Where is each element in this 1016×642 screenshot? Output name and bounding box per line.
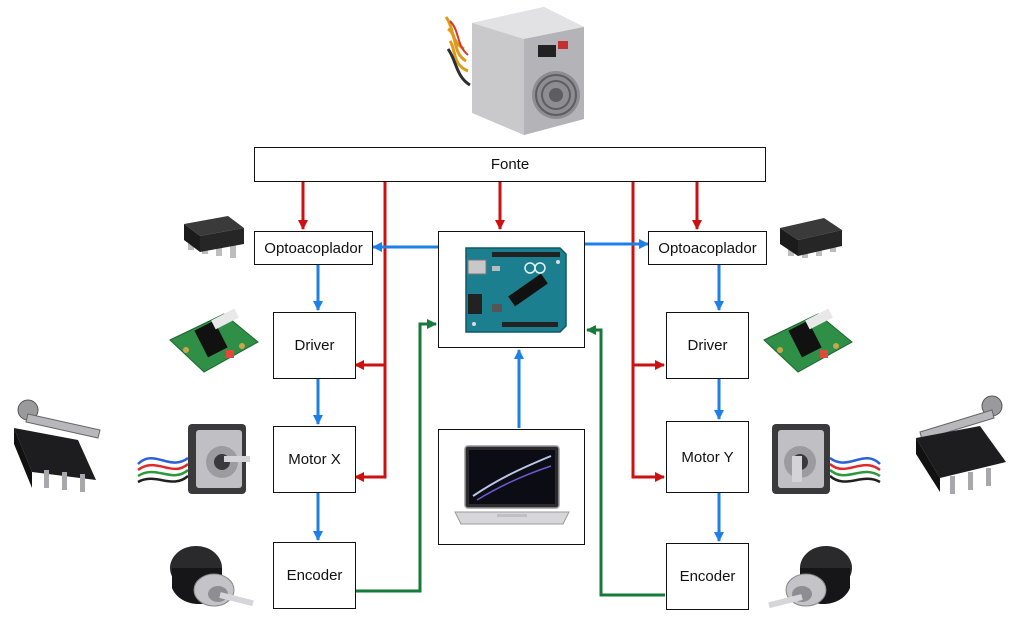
- opto-right-label: Optoacoplador: [658, 239, 757, 257]
- power-wire-motor-x: [354, 365, 387, 482]
- opto-left-label: Optoacoplador: [264, 239, 363, 257]
- driver-left-box: Driver: [273, 312, 356, 379]
- rotary-encoder-icon: [768, 546, 852, 609]
- encoder-right-box: Encoder: [666, 543, 749, 610]
- motor-y-label: Motor Y: [681, 448, 734, 466]
- encoder-right-label: Encoder: [679, 568, 736, 585]
- laptop-box: [438, 429, 585, 545]
- feedback-wire-encoder-right: [586, 325, 665, 597]
- laptop-icon: [453, 444, 570, 524]
- power-wire-driver-right: [631, 182, 665, 370]
- stepper-motor-icon: [772, 424, 881, 494]
- power-wire-motor-y: [631, 365, 665, 482]
- opto-left-box: Optoacoplador: [254, 231, 373, 265]
- motor-y-box: Motor Y: [666, 421, 749, 493]
- driver-right-box: Driver: [666, 312, 749, 379]
- limit-switch-icon: [14, 399, 101, 492]
- stepper-driver-board-icon: [169, 308, 259, 373]
- limit-switch-icon: [916, 395, 1006, 494]
- feedback-wires: [356, 319, 665, 597]
- optocoupler-chip-icon: [780, 218, 842, 258]
- opto-right-box: Optoacoplador: [648, 231, 767, 265]
- driver-right-label: Driver: [687, 337, 728, 354]
- power-wire-driver-left: [354, 182, 387, 370]
- driver-left-label: Driver: [294, 337, 335, 354]
- stepper-driver-board-icon: [763, 308, 853, 373]
- power-supply-icon: [444, 7, 584, 135]
- rotary-encoder-icon: [170, 546, 254, 607]
- motor-x-label: Motor X: [288, 451, 341, 468]
- arduino-board-icon: [464, 246, 567, 333]
- fonte-box: Fonte: [254, 147, 766, 182]
- arduino-box: [438, 231, 585, 348]
- stepper-motor-icon: [137, 424, 250, 494]
- encoder-left-box: Encoder: [273, 542, 356, 609]
- motor-x-box: Motor X: [273, 426, 356, 493]
- fonte-label: Fonte: [490, 156, 530, 173]
- feedback-wire-encoder-left: [356, 319, 437, 593]
- encoder-left-label: Encoder: [286, 567, 343, 584]
- optocoupler-chip-icon: [184, 216, 244, 258]
- signal-wires: [313, 239, 724, 542]
